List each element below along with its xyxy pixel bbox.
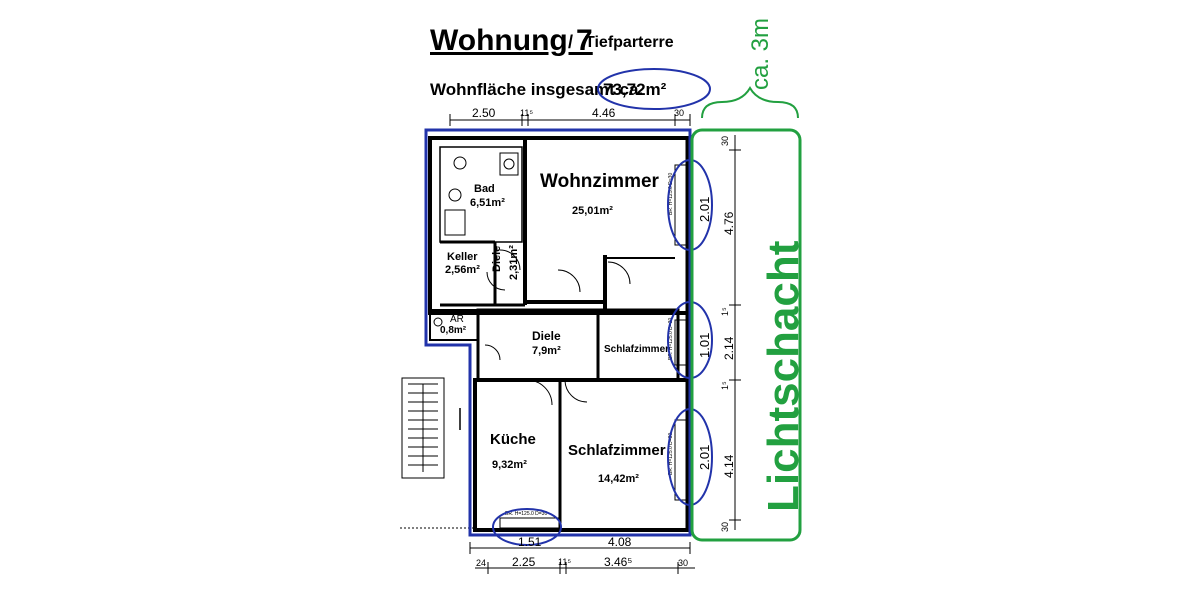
title-separator: /: [568, 32, 574, 52]
lichtschacht-box: [690, 128, 802, 542]
dim-right-6: 4.14: [722, 454, 736, 478]
dim-top-3: 4.46: [592, 106, 616, 120]
room-wohnzimmer-area: 25,01m²: [572, 205, 613, 217]
bottom-inner-dimension-line: 1.51 4.08: [469, 535, 691, 554]
kitchen-fill: [500, 412, 545, 490]
door-arc-icon: [484, 344, 501, 361]
room-labels: Bad 6,51m² Keller 2,56m² Diele 2,31m² Wo…: [440, 171, 669, 485]
total-area-label: Wohnfläche insgesamt ca.: [430, 80, 644, 99]
room-kueche-area: 9,32m²: [492, 459, 527, 471]
room-diele-area: 7,9m²: [532, 345, 561, 357]
door-arc-icon: [607, 261, 631, 285]
window-highlight-1: [667, 159, 713, 251]
dim-bottom-outer-2: 2.25: [512, 555, 536, 569]
room-ar-name: AR: [450, 314, 464, 325]
sink-icon: [448, 188, 462, 202]
room-diele-name: Diele: [532, 329, 561, 343]
room-diele-small-area: 2,31m²: [508, 245, 520, 280]
fixtures: [433, 152, 631, 430]
room-schlafzimmer-name: Schlafzimmer: [568, 442, 666, 459]
room-wohnzimmer-name: Wohnzimmer: [540, 171, 660, 192]
dim-right-2: 4.76: [722, 211, 736, 235]
toilet-icon: [453, 156, 467, 170]
window-spec-3: BR. H=125.0 D=30: [668, 433, 674, 475]
window-highlight-2: [667, 301, 713, 379]
shower-icon: [444, 209, 466, 236]
dim-bottom-inner-1: 1.51: [518, 535, 542, 549]
room-keller-name: Keller: [447, 251, 478, 263]
dim-bottom-outer-3: 11⁵: [558, 557, 571, 567]
window-highlight-4: [492, 508, 562, 546]
window-height-3: 2.01: [697, 445, 712, 470]
dim-top-2: 11⁵: [520, 108, 533, 118]
dim-bottom-outer-4: 3.46⁵: [604, 555, 632, 569]
window-height-1: 2.01: [697, 197, 712, 222]
staircase: [400, 377, 475, 529]
floor-label: Tiefparterre: [585, 34, 674, 51]
door-arc-icon: [526, 379, 553, 406]
window-specs: BR. H=125.0 D=30 BR. H=125.0 D=30 BR. H=…: [505, 173, 674, 517]
dim-top-1: 2.50: [472, 106, 496, 120]
window-height-2: 1.01: [697, 333, 712, 358]
room-bad-area: 6,51m²: [470, 197, 505, 209]
room-keller-area: 2,56m²: [445, 264, 480, 276]
total-area-value: 73,72m²: [603, 80, 667, 99]
room-diele-small-name: Diele: [491, 246, 503, 272]
door-arc-icon: [564, 379, 588, 403]
apartment-boundary: [424, 128, 692, 537]
door-arc-icon: [486, 271, 506, 291]
dim-right-3: 1⁵: [720, 307, 730, 316]
room-kueche-name: Küche: [490, 431, 536, 448]
washer-icon: [499, 152, 519, 176]
lichtschacht-label: Lichtschacht: [759, 240, 808, 512]
window-spec-4: BR. H=125.0 D=30: [505, 511, 547, 517]
width-brace-icon: [701, 85, 799, 119]
dim-bottom-outer-1: 24: [476, 558, 486, 568]
dim-bottom-inner-2: 4.08: [608, 535, 632, 549]
window-spec-2: BR. H=125.0 D=30: [668, 318, 674, 360]
door-arc-icon: [557, 269, 581, 293]
width-label: ca. 3m: [747, 18, 774, 90]
dim-top-4: 30: [674, 108, 684, 118]
window-highlight-3: [667, 408, 713, 506]
dim-right-1: 30: [720, 136, 730, 146]
dim-right-4: 2.14: [722, 336, 736, 360]
boiler-icon: [433, 317, 443, 327]
window-spec-1: BR. H=125.0 D=30: [668, 173, 674, 215]
room-schlafzimmer-area: 14,42m²: [598, 473, 639, 485]
dim-right-7: 30: [720, 522, 730, 532]
door-arc-icon: [499, 249, 521, 271]
dim-right-5: 1⁵: [720, 381, 730, 390]
bottom-outer-dimension-line: 24 2.25 11⁵ 3.46⁵ 30: [475, 555, 695, 574]
room-ar-area: 0,8m²: [440, 325, 467, 336]
plan-title: Wohnung 7: [430, 24, 593, 57]
top-dimension-line: 2.50 11⁵ 4.46 30: [449, 106, 691, 126]
window-heights: 2.01 1.01 2.01: [492, 159, 713, 546]
lichtschacht-annotation: Lichtschacht ca. 3m: [690, 18, 808, 542]
room-schlafzimmer-small-name: Schlafzimmer: [604, 344, 669, 355]
room-bad-name: Bad: [474, 183, 495, 195]
dim-bottom-outer-5: 30: [678, 558, 688, 568]
total-area-highlight: [597, 68, 711, 110]
right-dimension-line: 30 4.76 1⁵ 2.14 1⁵ 4.14 30: [720, 135, 741, 532]
